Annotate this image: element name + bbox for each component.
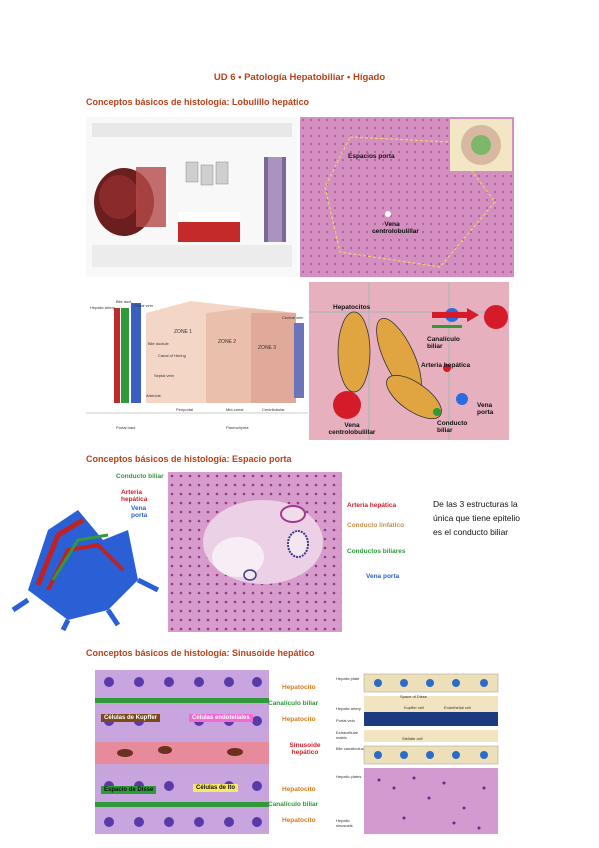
label-vena-porta: Vena porta bbox=[477, 402, 494, 416]
label-conducto-biliar: Conducto biliar bbox=[437, 420, 468, 434]
label-arteria-hepatica-portal: Arteria hepática bbox=[347, 502, 397, 509]
label-bile-duct: Bile duct bbox=[116, 299, 132, 304]
label-hepatic-artery: Hepatic artery bbox=[90, 305, 115, 310]
label-arteria-hepatica: Arteria hepática bbox=[421, 362, 471, 369]
label-portal-tract: Portal tract bbox=[116, 425, 136, 430]
label-hepatocito-3: Hepatocito bbox=[282, 786, 316, 793]
label-vena-porta-portal: Vena porta bbox=[366, 573, 400, 580]
page-title: UD 6 • Patología Hepatobiliar • Hígado bbox=[213, 72, 386, 83]
label-hepatic-plates-micro: Hepatic plates bbox=[336, 774, 362, 779]
label-hepatic-artery-7: Hepatic artery bbox=[336, 706, 361, 711]
section-heading-lobulillo: Conceptos básicos de histología: Lobulil… bbox=[86, 97, 310, 107]
label-arteriole: Arteriole bbox=[146, 393, 161, 398]
label-space-of-disse: Space of Disse bbox=[400, 694, 427, 699]
label-conducto-biliar-3d: Conducto biliar bbox=[116, 473, 164, 480]
label-canaliculo-biliar-2: Canalículo biliar bbox=[268, 801, 319, 808]
label-parenchyma: Parenchyma bbox=[226, 425, 249, 430]
section-heading-espacio-porta: Conceptos básicos de histología: Espacio… bbox=[86, 454, 292, 464]
tag-celulas-endoteliales: Células endoteliales bbox=[189, 714, 253, 722]
portal-tract-3d: Conducto biliar Arteria hepática Vena po… bbox=[8, 470, 164, 632]
label-portal-vein-7: Portal vein bbox=[336, 718, 355, 723]
label-zone1: ZONE 1 bbox=[174, 329, 193, 335]
label-arteria-hepatica-3d: Arteria hepática bbox=[121, 489, 148, 503]
label-vena-porta-3d: Vena porta bbox=[131, 505, 148, 519]
label-canaliculo-biliar: Canalículo biliar bbox=[427, 336, 460, 350]
label-canal-of-hering: Canal of Hering bbox=[158, 353, 186, 358]
label-conductos-biliares: Conductos biliares bbox=[347, 548, 406, 555]
label-mid-zonal: Mid-zonal bbox=[226, 407, 244, 412]
label-hepatocitos: Hepatocitos bbox=[333, 304, 371, 311]
label-hepatocito-2: Hepatocito bbox=[282, 716, 316, 723]
portal-space-histology bbox=[168, 472, 342, 632]
hepatocyte-schematic: Hepatocitos Canalículo biliar Arteria he… bbox=[309, 282, 509, 440]
label-sinusoide-hepatico: Sinusoide hepático bbox=[289, 742, 321, 756]
tag-celulas-kupffer: Células de Kupffer bbox=[101, 714, 161, 722]
label-central-vein: Central vein bbox=[282, 315, 304, 320]
liver-lobule-diagram bbox=[86, 117, 298, 277]
label-periportal: Periportal bbox=[176, 407, 194, 412]
label-bile-ductule: Bile ductule bbox=[148, 341, 169, 346]
section-heading-sinusoide: Conceptos básicos de histología: Sinusoi… bbox=[86, 648, 315, 658]
label-espacios-porta: Espacios porta bbox=[348, 153, 395, 160]
label-conducto-linfatico: Conducto linfático bbox=[347, 522, 405, 529]
label-hepatocito-4: Hepatocito bbox=[282, 817, 316, 824]
label-bile-canaliculus: Bile canaliculus bbox=[336, 746, 364, 751]
label-vena-centrolobulillar-3: Vena centrolobulillar bbox=[328, 422, 376, 436]
label-stellate-cell: Stellate cell bbox=[402, 736, 423, 741]
note-text: De las 3 estructuras la única que tiene … bbox=[433, 499, 520, 537]
label-hepatocito-1: Hepatocito bbox=[282, 684, 316, 691]
label-zone3: ZONE 3 bbox=[258, 345, 277, 351]
label-centrilobular: Centrilobular bbox=[262, 407, 285, 412]
label-zone2: ZONE 2 bbox=[218, 339, 237, 345]
label-septal-vein: Septal vein bbox=[154, 373, 174, 378]
label-hepatic-plate: Hepatic plate bbox=[336, 676, 360, 681]
label-hepatic-sinusoids: Hepatic sinusoids bbox=[336, 818, 353, 828]
tag-espacio-disse: Espacio de Disse bbox=[101, 786, 157, 794]
lobule-histology-image: Espacios porta Vena centrolobulillar bbox=[300, 117, 514, 277]
label-vena-centrolobulillar: Vena centrolobulillar bbox=[372, 221, 419, 235]
acinus-zones-diagram: Hepatic artery Bile duct Portal vein Bil… bbox=[86, 283, 308, 441]
sinusoid-schematic: Células de Kupffer Células endoteliales … bbox=[95, 670, 269, 834]
label-kupffer-cell: Kupffer cell bbox=[404, 705, 424, 710]
label-extracellular-matrix: Extracellular matrix bbox=[336, 730, 359, 740]
sinusoid-diagram-micro: Hepatic plate Space of Disse Kupffer cel… bbox=[334, 668, 504, 838]
label-canaliculo-biliar-1: Canalículo biliar bbox=[268, 700, 319, 707]
tag-celulas-ito: Células de Ito bbox=[193, 784, 239, 792]
label-portal-vein: Portal vein bbox=[134, 303, 153, 308]
label-endothelial-cell: Endothelial cell bbox=[444, 705, 471, 710]
